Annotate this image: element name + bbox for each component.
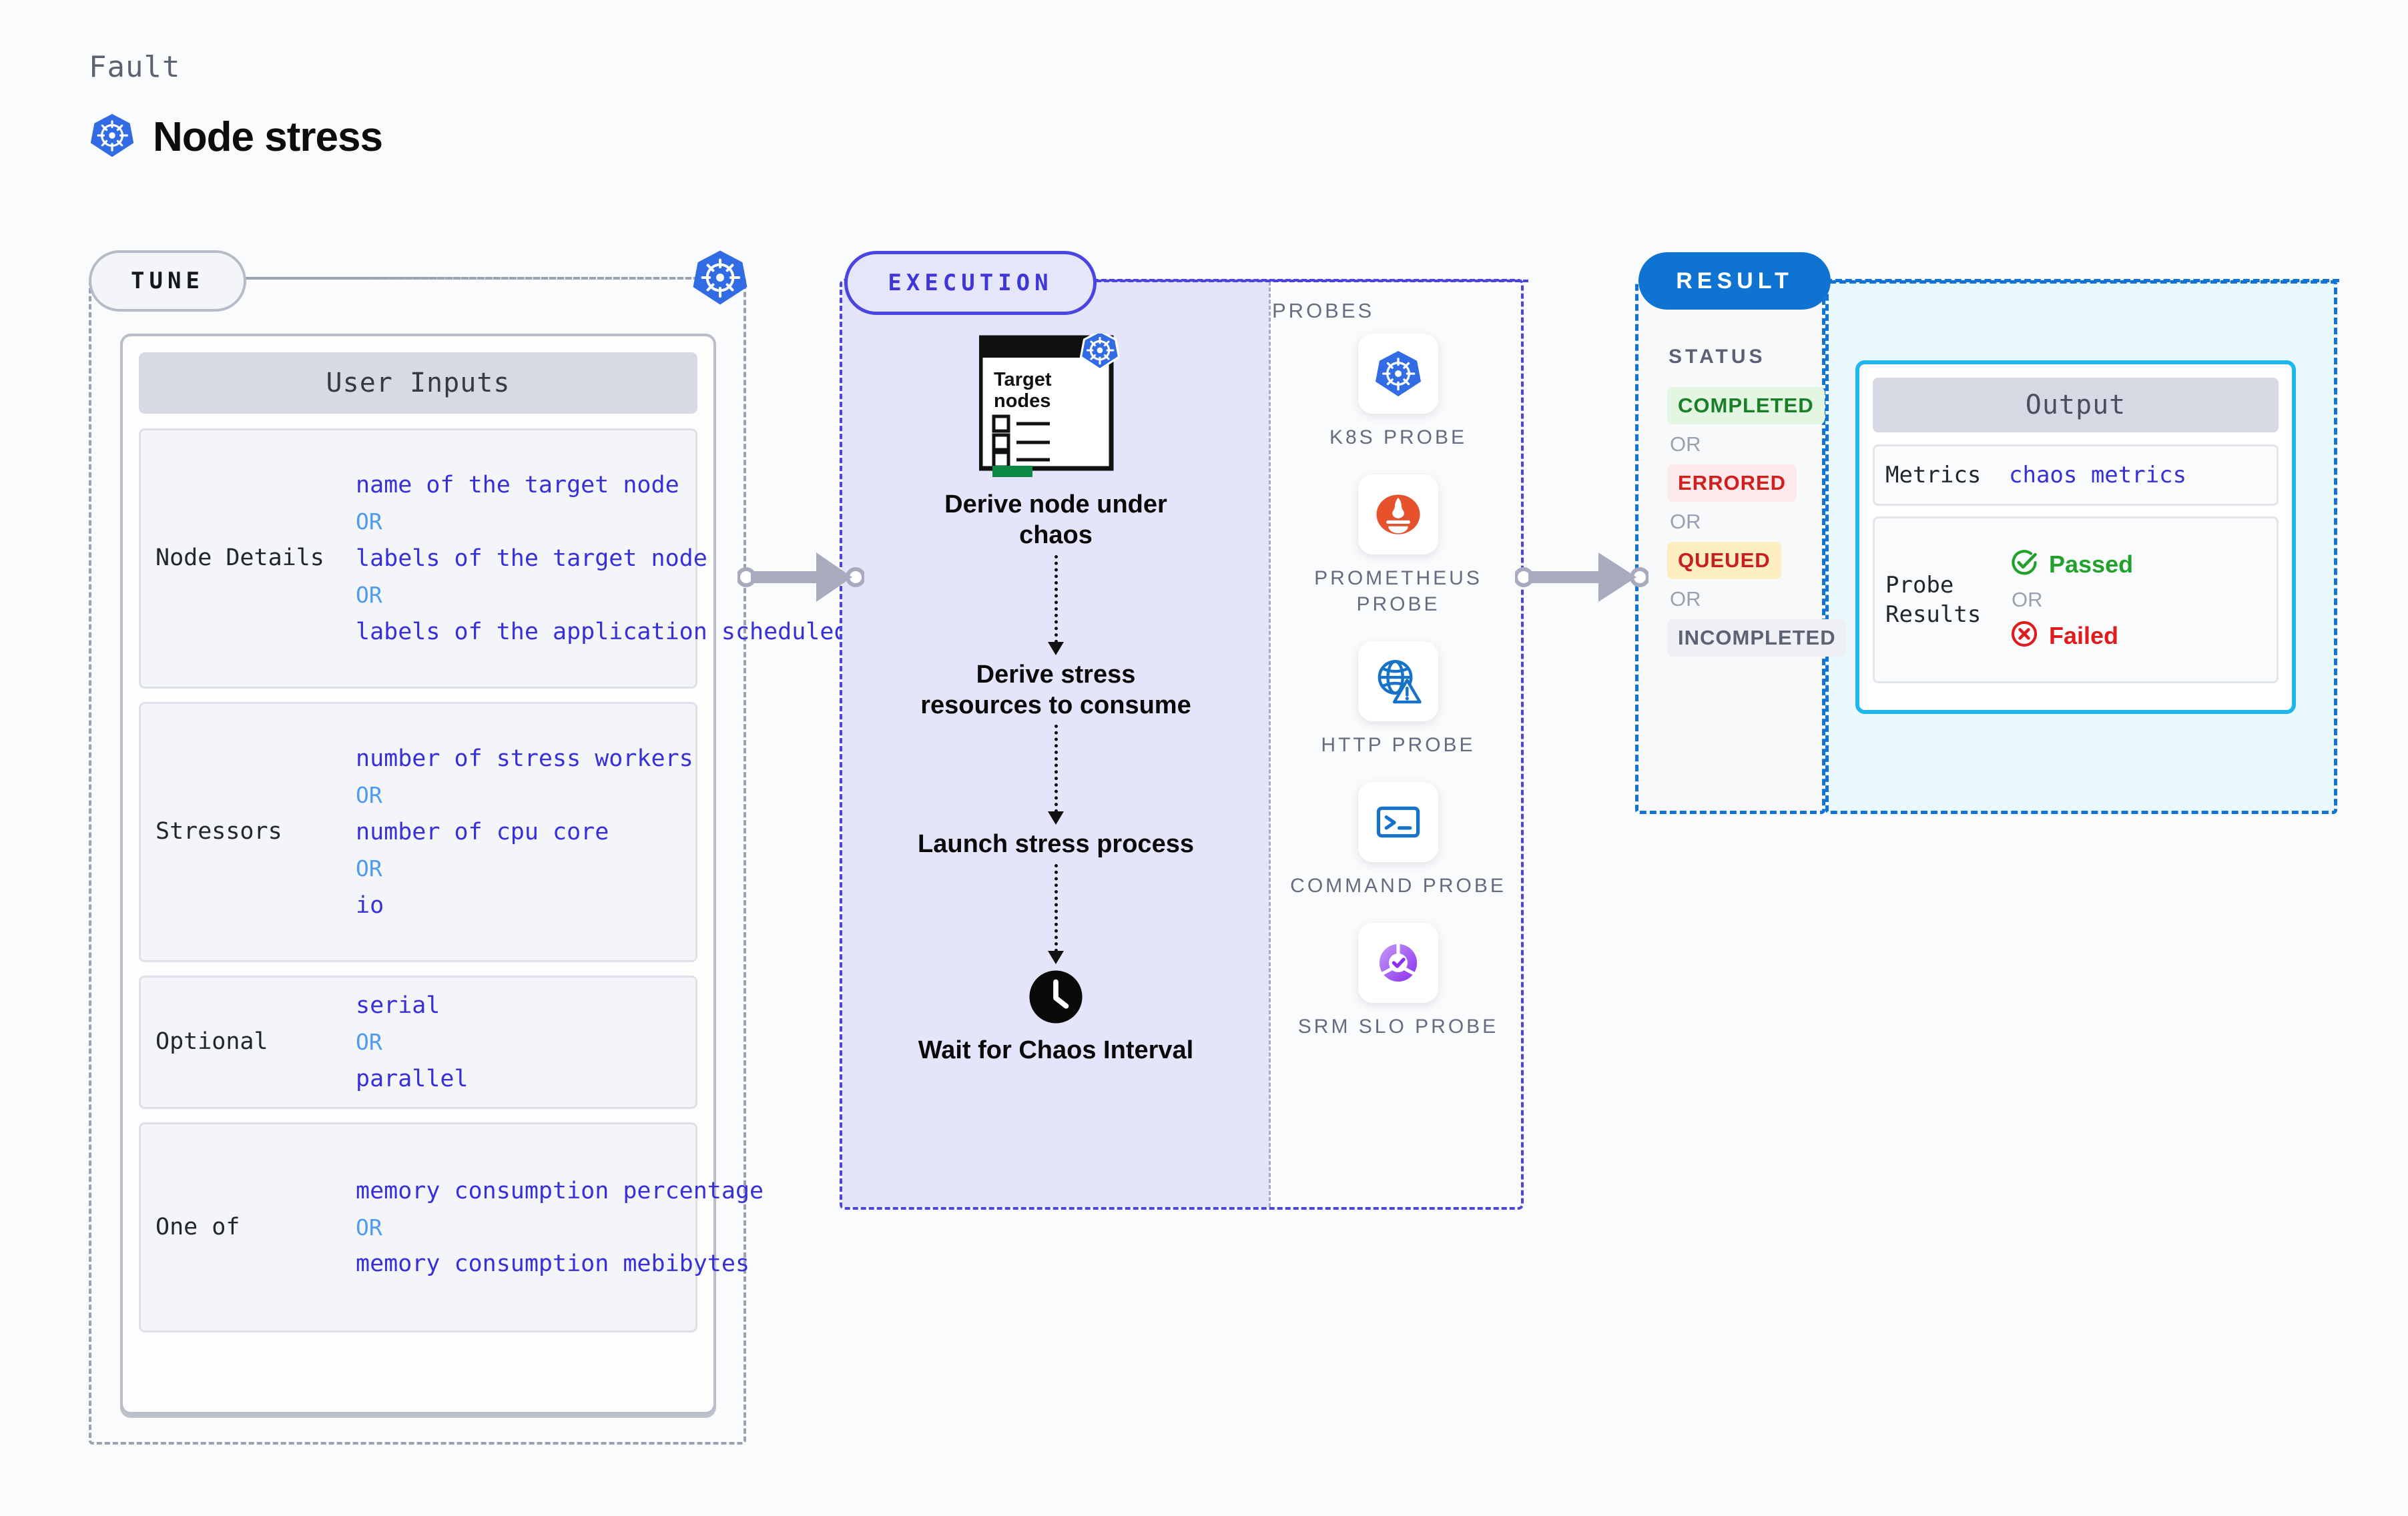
user-inputs-title: User Inputs xyxy=(139,352,697,414)
flow-arrow xyxy=(1048,554,1064,655)
status-label: STATUS xyxy=(1669,346,1766,368)
probe-result-label: Passed xyxy=(2049,550,2134,578)
execution-probes-divider xyxy=(1269,282,1271,1207)
terminal-icon xyxy=(1358,782,1438,862)
status-list: COMPLETED OR ERRORED OR QUEUED OR INCOMP… xyxy=(1667,387,1847,657)
fault-title-row: Node stress xyxy=(89,112,383,162)
output-card: Output Metrics chaos metrics Probe Resul… xyxy=(1855,360,2296,714)
status-badge: QUEUED xyxy=(1667,542,1781,579)
status-badge: ERRORED xyxy=(1667,464,1797,502)
execution-stage-badge[interactable]: EXECUTION xyxy=(844,251,1097,315)
kubernetes-icon xyxy=(691,248,749,307)
user-inputs-card: User Inputs Node Details name of the tar… xyxy=(120,334,1059,1415)
fault-kicker: Fault xyxy=(89,50,181,84)
flow-step-label: Launch stress process xyxy=(918,830,1194,859)
result-connector-line xyxy=(1825,279,2339,282)
prometheus-icon xyxy=(1358,474,1438,554)
probes-section-label: PROBES xyxy=(1272,299,1375,322)
probes-list: K8S PROBE PROMETHEUS PROBE xyxy=(1275,334,1522,1040)
output-row-metrics: Metrics chaos metrics xyxy=(1873,444,2279,506)
svg-text:Target: Target xyxy=(994,369,1052,390)
input-row-node-details: Node Details name of the target node OR … xyxy=(139,428,1059,689)
probe-label: K8S PROBE xyxy=(1329,426,1468,448)
or-separator: OR xyxy=(356,582,382,608)
or-separator: OR xyxy=(1670,587,1701,611)
or-separator: OR xyxy=(2012,588,2043,611)
row-value: number of cpu core xyxy=(356,819,609,845)
probe-label: HTTP PROBE xyxy=(1321,734,1476,756)
probe-command[interactable]: COMMAND PROBE xyxy=(1275,782,1522,899)
probe-label: COMMAND PROBE xyxy=(1290,875,1506,897)
input-row-one-of: One of memory consumption percentage OR … xyxy=(139,1122,764,1333)
slo-donut-icon xyxy=(1358,923,1438,1003)
result-badge-label: RESULT xyxy=(1676,268,1793,294)
row-key: Node Details xyxy=(156,544,324,572)
probe-label: PROMETHEUS PROBE xyxy=(1314,567,1482,615)
row-value: number of stress workers xyxy=(356,745,693,773)
or-separator: OR xyxy=(1670,510,1701,533)
input-row-optional: Optional serial OR parallel xyxy=(139,976,697,1109)
row-value: memory consumption mebibytes xyxy=(356,1250,750,1278)
execution-connector-line xyxy=(1088,280,1528,282)
output-row-probe-results: Probe Results Passed OR xyxy=(1873,516,2279,683)
row-key: Optional xyxy=(156,1028,268,1056)
tune-connector-line xyxy=(240,277,707,280)
flow-step-label: Derive stress resources to consume xyxy=(920,660,1191,720)
svg-text:nodes: nodes xyxy=(994,390,1050,412)
or-separator: OR xyxy=(356,1214,382,1240)
probe-srm-slo[interactable]: SRM SLO PROBE xyxy=(1275,923,1522,1040)
row-value: chaos metrics xyxy=(2009,462,2187,488)
flow-arrow xyxy=(1048,863,1064,964)
execution-badge-label: EXECUTION xyxy=(888,270,1053,296)
status-badge: INCOMPLETED xyxy=(1667,619,1847,657)
or-separator: OR xyxy=(356,855,382,881)
globe-warning-icon xyxy=(1358,641,1438,721)
arrow-execution-to-result xyxy=(1515,552,1648,602)
page-title: Node stress xyxy=(153,114,383,160)
output-title: Output xyxy=(1873,378,2279,432)
probe-label: SRM SLO PROBE xyxy=(1297,1016,1499,1038)
target-nodes-window-icon: Target nodes xyxy=(978,330,1133,479)
execution-flow: Target nodes Derive node under ch xyxy=(842,330,1269,1066)
or-separator: OR xyxy=(356,782,382,809)
row-value: name of the target node xyxy=(356,472,679,499)
probe-result-failed: Failed xyxy=(2009,619,2133,653)
row-value: serial xyxy=(356,992,440,1020)
probe-k8s[interactable]: K8S PROBE xyxy=(1275,334,1522,450)
row-key: Metrics xyxy=(1885,461,1982,488)
row-value: labels of the target node xyxy=(356,545,707,572)
row-key: Stressors xyxy=(156,818,282,845)
flow-arrow xyxy=(1048,725,1064,825)
clock-icon xyxy=(1027,968,1085,1026)
row-value: memory consumption percentage xyxy=(356,1177,764,1204)
tune-badge-label: TUNE xyxy=(131,268,204,294)
x-circle-icon xyxy=(2009,619,2040,653)
input-row-stressors: Stressors number of stress workers OR nu… xyxy=(139,702,697,962)
status-badge: COMPLETED xyxy=(1667,387,1825,424)
probe-result-passed: Passed xyxy=(2009,547,2133,581)
row-value: parallel xyxy=(356,1065,469,1092)
row-value: io xyxy=(356,891,384,919)
check-circle-icon xyxy=(2009,547,2040,581)
kubernetes-icon xyxy=(1358,334,1438,414)
probe-http[interactable]: HTTP PROBE xyxy=(1275,641,1522,758)
result-stage-badge[interactable]: RESULT xyxy=(1638,252,1831,310)
tune-stage-badge[interactable]: TUNE xyxy=(89,250,246,312)
row-key: One of xyxy=(156,1213,240,1240)
flow-step-label: Wait for Chaos Interval xyxy=(918,1036,1194,1064)
probe-prometheus[interactable]: PROMETHEUS PROBE xyxy=(1275,474,1522,617)
probe-result-label: Failed xyxy=(2049,621,2119,649)
or-separator: OR xyxy=(1670,432,1701,456)
kubernetes-icon xyxy=(89,112,135,162)
row-key: Probe Results xyxy=(1885,571,1982,628)
arrow-tune-to-execution xyxy=(737,552,864,602)
or-separator: OR xyxy=(356,508,382,535)
or-separator: OR xyxy=(356,1029,382,1056)
flow-step-label: Derive node under chaos xyxy=(944,490,1167,550)
